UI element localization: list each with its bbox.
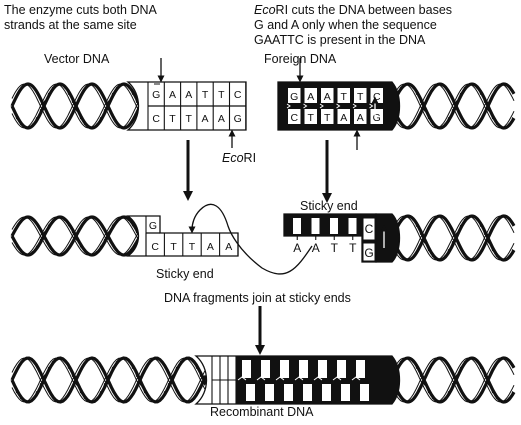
foreign-bottom-base: G [373,112,381,124]
left-fragment-bottom-base: A [225,241,232,253]
foreign-fragment-helix [390,214,516,262]
foreign-bottom-base: A [340,112,347,124]
enzyme-cut-line-2: strands at the same site [4,18,137,32]
recombinant-left-helix [10,356,208,404]
ecori-description-line-1: EcoRI cuts the DNA between bases [254,3,452,17]
ecori-label-rest: RI [244,151,257,165]
vector-top-base: G [152,89,160,101]
foreign-top-base: T [341,91,348,103]
vector-bottom-base: A [202,113,209,125]
left-fragment-bottom-base: T [170,241,177,253]
right-fragment-overhang-base: T [349,241,357,255]
sticky-end-right-label: Sticky end [300,199,358,213]
left-fragment-top-base: G [149,220,157,232]
foreign-bottom-base: T [308,112,315,124]
vector-bottom-base: C [152,113,160,125]
vector-dna-left-helix [10,82,142,130]
vector-top-base: C [234,89,242,101]
vector-bottom-base: A [218,113,225,125]
foreign-bottom-base: T [324,112,331,124]
foreign-top-base: C [373,91,381,103]
recombinant-dna-label: Recombinant DNA [210,405,314,419]
vector-top-base: A [185,89,192,101]
recombinant-right-helix [390,356,516,404]
ecori-description-text-1: cuts the DNA between bases [292,3,453,17]
vector-top-base: A [169,89,176,101]
right-fragment-top-base: C [365,222,374,236]
right-fragment-bottom-base: G [364,246,373,260]
ecori-rest: RI [276,3,289,17]
foreign-dna-right-helix [390,82,516,130]
left-fragment-bottom-base: C [151,241,159,253]
enzyme-cut-line-1: The enzyme cuts both DNA [4,3,158,17]
recombinant-junction [194,355,401,405]
right-fragment-overhang-base: A [293,241,301,255]
ecori-label: EcoRI [222,151,256,165]
left-fragment-bottom-base: T [189,241,196,253]
vector-bottom-base: T [169,113,176,125]
vector-fragment-helix [10,215,142,257]
vector-top-base: T [202,89,209,101]
vector-bottom-base: T [186,113,193,125]
foreign-bottom-base: C [290,112,298,124]
ecori-description-line-2: G and A only when the sequence [254,18,437,32]
foreign-bottom-base: A [357,112,364,124]
foreign-top-base: G [290,91,298,103]
vector-top-base: T [218,89,225,101]
ecori-label-italic: Eco [222,151,244,165]
vector-bottom-base: G [234,113,242,125]
join-label: DNA fragments join at sticky ends [164,291,351,305]
foreign-top-base: A [307,91,314,103]
sticky-end-connector-arrow [188,203,313,275]
ecori-italic: Eco [254,3,276,17]
ecori-description-line-3: GAATTC is present in the DNA [254,33,426,47]
right-fragment-overhang-base: T [331,241,339,255]
vector-dna-label: Vector DNA [44,52,110,66]
sticky-end-left-label: Sticky end [156,267,214,281]
left-fragment-bottom-base: A [207,241,214,253]
right-fragment-overhang-base: A [312,241,320,255]
foreign-top-base: A [324,91,331,103]
foreign-top-base: T [357,91,364,103]
